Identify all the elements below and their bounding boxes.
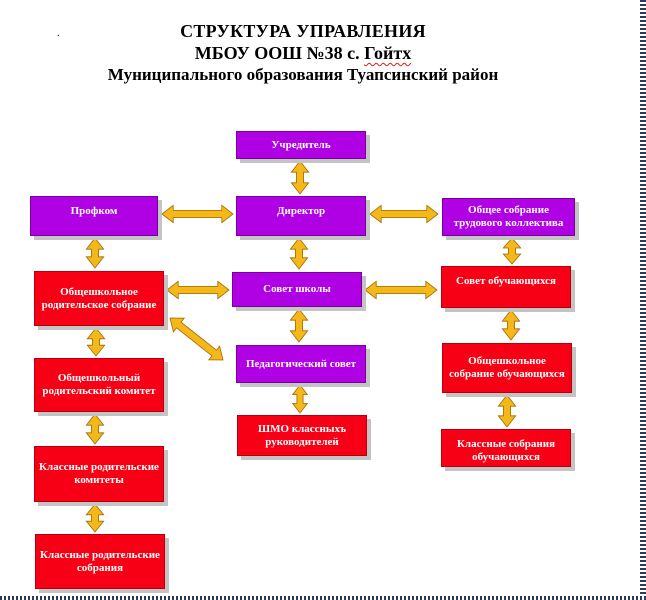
page-border-right [640, 0, 646, 600]
node-student-council: Совет обучающихся [441, 266, 571, 308]
node-trade-union: Профком [30, 196, 158, 236]
node-school-parent-committee: Общешкольный родительский комитет [34, 358, 164, 412]
arrow-class-committees-class-meetings [85, 503, 105, 533]
node-school-parent-meeting: Общешкольное родительское собрание [34, 271, 164, 326]
node-founder: Учредитель [236, 131, 366, 159]
node-school-student-meeting: Общешкольное собрание обучающихся [442, 343, 572, 393]
arrow-school-council-student-council [364, 280, 438, 300]
diagram-title: СТРУКТУРА УПРАВЛЕНИЯ МБОУ ООШ №38 с. Гой… [0, 20, 606, 86]
arrow-school-council-pedagogical [289, 308, 309, 343]
arrow-trade-union-parent-meeting [85, 237, 105, 269]
node-class-parent-meetings: Классные родительские собрания [35, 534, 165, 589]
node-class-parent-committees: Классные родительские комитеты [34, 446, 164, 502]
node-pedagogical-council: Педагогический совет [236, 345, 366, 383]
node-class-student-meetings: Классные собрания обучающихся [441, 429, 571, 467]
title-line-2-prefix: МБОУ ООШ №38 с. [194, 43, 365, 63]
node-school-council: Совет школы [232, 272, 362, 307]
arrow-parent-meeting-pedagogical [169, 317, 224, 361]
title-village-name: Гойтх [364, 43, 412, 63]
title-line-3: Муниципального образования Туапсинский р… [107, 65, 499, 84]
title-line-1: СТРУКТУРА УПРАВЛЕНИЯ [180, 21, 426, 41]
arrow-director-school-council [289, 237, 309, 270]
arrow-general-meeting-student-council [502, 237, 522, 265]
arrow-student-council-student-meeting [501, 309, 521, 341]
stray-dot: . [57, 28, 60, 39]
arrow-trade-union-director [161, 204, 234, 224]
title-line-2: МБОУ ООШ №38 с. Гойтх [0, 42, 606, 64]
node-director: Директор [236, 196, 366, 236]
node-general-meeting: Общее собрание трудового коллектива [442, 198, 575, 236]
arrow-parent-meeting-school-council [166, 280, 230, 300]
arrow-parent-meeting-parent-committee [86, 327, 106, 357]
arrow-parent-committee-class-committees [85, 413, 105, 445]
arrow-student-meeting-class-meetings [497, 394, 517, 428]
arrow-director-general-meeting [369, 204, 439, 224]
arrow-pedagogical-shmo [291, 384, 309, 414]
page-border-bottom [0, 596, 646, 600]
node-shmo: ШМО классныхъ руководителей [237, 415, 367, 456]
arrow-founder-director [290, 160, 310, 195]
